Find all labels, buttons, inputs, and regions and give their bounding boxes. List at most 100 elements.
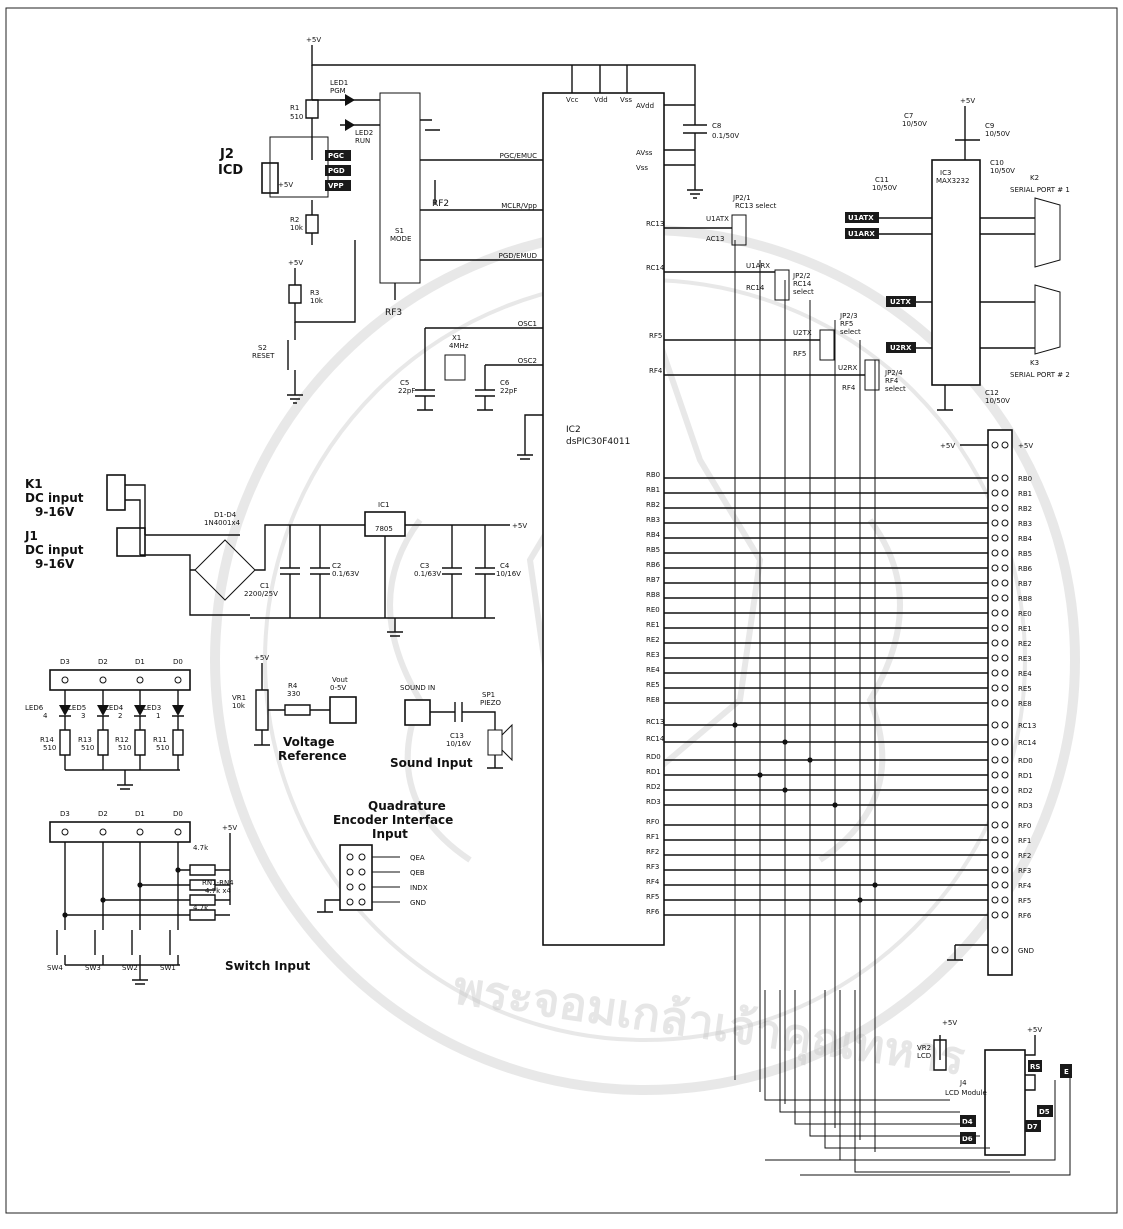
svg-text:MODE: MODE — [390, 235, 411, 243]
header-pin-rd2: RD2 — [1018, 787, 1033, 795]
mcu-pin-re3: RE3 — [646, 651, 660, 659]
header-pin-rd3: RD3 — [1018, 802, 1033, 810]
mcu-pin-rf5: RF5 — [646, 893, 659, 901]
svg-text:0.1/63V: 0.1/63V — [332, 570, 359, 578]
svg-text:RF2: RF2 — [432, 199, 449, 209]
svg-text:510: 510 — [43, 744, 56, 752]
svg-text:SERIAL PORT # 2: SERIAL PORT # 2 — [1010, 371, 1070, 379]
header-pin-dot — [991, 441, 999, 449]
svg-text:AVdd: AVdd — [636, 102, 654, 110]
svg-text:S2: S2 — [258, 344, 267, 352]
header-pin-rf3: RF3 — [1018, 867, 1031, 875]
svg-text:10k: 10k — [290, 224, 304, 232]
header-pin-dot — [1001, 669, 1009, 677]
header-pin-dot — [991, 836, 999, 844]
header-pin-dot — [991, 946, 999, 954]
svg-text:U1ATX: U1ATX — [848, 214, 874, 222]
led-col-d3: D3 — [60, 658, 70, 666]
mcu-pin-rc13: RC13 — [646, 718, 664, 726]
svg-text:C9: C9 — [985, 122, 994, 130]
svg-text:C1: C1 — [260, 582, 269, 590]
svg-text:OSC1: OSC1 — [518, 320, 537, 328]
svg-text:D7: D7 — [1027, 1123, 1038, 1131]
header-pin-dot — [991, 881, 999, 889]
svg-text:C2: C2 — [332, 562, 341, 570]
mcu-pin-rb0: RB0 — [646, 471, 660, 479]
svg-text:RN1-RN4: RN1-RN4 — [202, 879, 234, 887]
svg-text:U2RX: U2RX — [890, 344, 912, 352]
svg-text:JP2/1: JP2/1 — [732, 194, 751, 202]
svg-text:Vss: Vss — [636, 164, 648, 172]
svg-text:+5V: +5V — [288, 259, 303, 267]
header-pin-dot — [991, 579, 999, 587]
header-pin-dot — [1001, 594, 1009, 602]
header-pin-dot — [1001, 911, 1009, 919]
svg-text:10/50V: 10/50V — [872, 184, 897, 192]
svg-text:AC13: AC13 — [706, 235, 724, 243]
svg-text:RF4: RF4 — [649, 367, 663, 375]
svg-text:D5: D5 — [1039, 1108, 1050, 1116]
svg-text:RF4: RF4 — [842, 384, 856, 392]
header-pin-dot — [1001, 836, 1009, 844]
mcu-pin-rd0: RD0 — [646, 753, 661, 761]
svg-text:PIEZO: PIEZO — [480, 699, 502, 707]
header-pin-rb6: RB6 — [1018, 565, 1033, 573]
mcu-pin-rf3: RF3 — [646, 863, 659, 871]
header-pin-dot — [991, 896, 999, 904]
header-pin-dot — [1001, 699, 1009, 707]
header-pin-dot — [1001, 549, 1009, 557]
mcu-pin-re0: RE0 — [646, 606, 660, 614]
mcu-pin-rb2: RB2 — [646, 501, 660, 509]
svg-text:+5V: +5V — [1027, 1026, 1042, 1034]
svg-text:select: select — [793, 288, 814, 296]
switch-col-d3: D3 — [60, 810, 70, 818]
svg-text:K3: K3 — [1030, 359, 1039, 367]
header-pin-rf5: RF5 — [1018, 897, 1031, 905]
svg-text:10/50V: 10/50V — [985, 130, 1010, 138]
tag-u2tx: U2TX — [886, 296, 916, 307]
icd-label: J2 — [219, 147, 234, 162]
led-label: LED4 — [105, 704, 124, 712]
svg-text:C13: C13 — [450, 732, 464, 740]
led-section: D3LED64R14510D2LED53R13510D1LED42R12510D… — [25, 658, 191, 790]
header-pin-rb3: RB3 — [1018, 520, 1032, 528]
header-pin-dot — [991, 534, 999, 542]
header-pin-dot — [991, 801, 999, 809]
svg-text:10k: 10k — [310, 297, 324, 305]
mcu-pin-re2: RE2 — [646, 636, 660, 644]
header-pin-rf4: RF4 — [1018, 882, 1032, 890]
tag-u1atx: U1ATX — [845, 212, 879, 223]
svg-text:U1ATX: U1ATX — [706, 215, 729, 223]
header-pin-re0: RE0 — [1018, 610, 1032, 618]
header-pin-dot — [1001, 504, 1009, 512]
svg-text:RESET: RESET — [252, 352, 275, 360]
switch-sw3: SW3 — [85, 964, 101, 972]
svg-text:Vss: Vss — [620, 96, 632, 104]
header-pin-dot — [1001, 579, 1009, 587]
svg-text:7805: 7805 — [375, 525, 393, 533]
header-pin-dot — [991, 738, 999, 746]
header-pin-dot — [1001, 474, 1009, 482]
svg-text:C3: C3 — [420, 562, 429, 570]
header-pin-gnd: GND — [1018, 947, 1034, 955]
header-pin-re4: RE4 — [1018, 670, 1032, 678]
svg-text:VR2: VR2 — [917, 1044, 931, 1052]
svg-text:ICD: ICD — [218, 163, 243, 178]
lcd-tag-rs: RS — [1028, 1060, 1042, 1072]
header-pin-dot — [1001, 519, 1009, 527]
svg-text:PGD: PGD — [328, 167, 345, 175]
svg-text:E: E — [1064, 1068, 1069, 1076]
svg-text:SOUND IN: SOUND IN — [400, 684, 435, 692]
svg-text:IC1: IC1 — [378, 501, 389, 509]
svg-text:PGM: PGM — [330, 87, 346, 95]
svg-text:+5V: +5V — [960, 97, 975, 105]
svg-text:1: 1 — [156, 712, 160, 720]
header-pin-rb0: RB0 — [1018, 475, 1032, 483]
svg-text:D4: D4 — [962, 1118, 973, 1126]
header-pin-rb1: RB1 — [1018, 490, 1032, 498]
svg-text:Encoder Interface: Encoder Interface — [333, 813, 453, 827]
